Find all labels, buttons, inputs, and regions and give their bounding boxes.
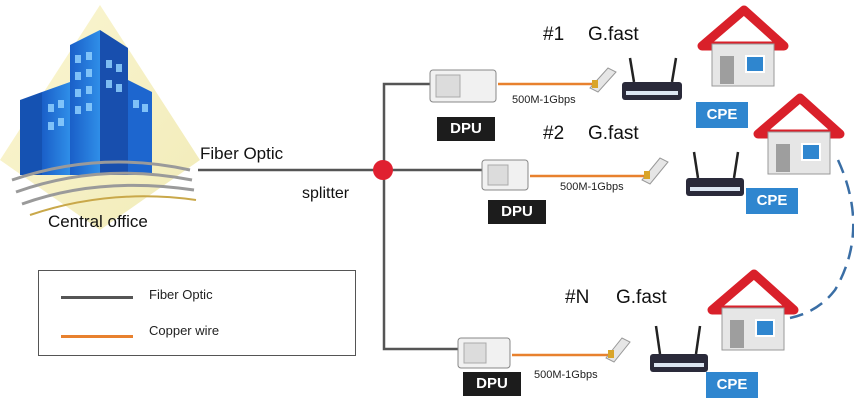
copper-lines bbox=[498, 82, 644, 357]
fiber-optic-label: Fiber Optic bbox=[200, 144, 284, 163]
house-icon bbox=[697, 5, 789, 87]
rate-label: 500M-1Gbps bbox=[560, 181, 624, 193]
cpe-label: CPE bbox=[746, 188, 798, 214]
branch-id: #2 bbox=[543, 123, 565, 144]
branch-id: #1 bbox=[543, 24, 565, 45]
branch-tech: G.fast bbox=[588, 123, 639, 144]
continuation-arc bbox=[789, 159, 854, 320]
central-office-icon bbox=[0, 5, 200, 230]
router-icon bbox=[622, 57, 682, 100]
branch-tech: G.fast bbox=[616, 287, 667, 308]
legend: Fiber Optic Copper wire bbox=[38, 270, 356, 356]
dpu-device-icon bbox=[481, 159, 529, 191]
router-icon bbox=[650, 325, 708, 372]
router-icon bbox=[686, 151, 744, 196]
sfp-module-icon bbox=[589, 67, 617, 93]
cpe-label: CPE bbox=[706, 372, 758, 398]
house-icon bbox=[753, 93, 845, 175]
rate-label: 500M-1Gbps bbox=[534, 369, 598, 381]
legend-copper-swatch bbox=[61, 335, 133, 338]
dpu-device-icon bbox=[429, 69, 497, 103]
dpu-label: DPU bbox=[488, 200, 546, 224]
sfp-module-icon bbox=[605, 337, 631, 363]
legend-copper-label: Copper wire bbox=[149, 323, 220, 338]
sfp-module-icon bbox=[641, 157, 669, 185]
splitter-node bbox=[373, 160, 393, 180]
rate-label: 500M-1Gbps bbox=[512, 94, 576, 106]
branch-id: #N bbox=[565, 287, 590, 308]
branch-tech: G.fast bbox=[588, 24, 639, 45]
house-icon bbox=[707, 269, 799, 351]
central-office-label: Central office bbox=[48, 212, 148, 231]
legend-fiber-swatch bbox=[61, 296, 133, 299]
splitter-label: splitter bbox=[302, 185, 350, 202]
legend-fiber-label: Fiber Optic bbox=[149, 287, 213, 302]
dpu-device-icon bbox=[457, 337, 511, 369]
cpe-label: CPE bbox=[696, 102, 748, 128]
dpu-label: DPU bbox=[463, 372, 521, 396]
fiber-lines bbox=[198, 82, 482, 351]
dpu-label: DPU bbox=[437, 117, 495, 141]
